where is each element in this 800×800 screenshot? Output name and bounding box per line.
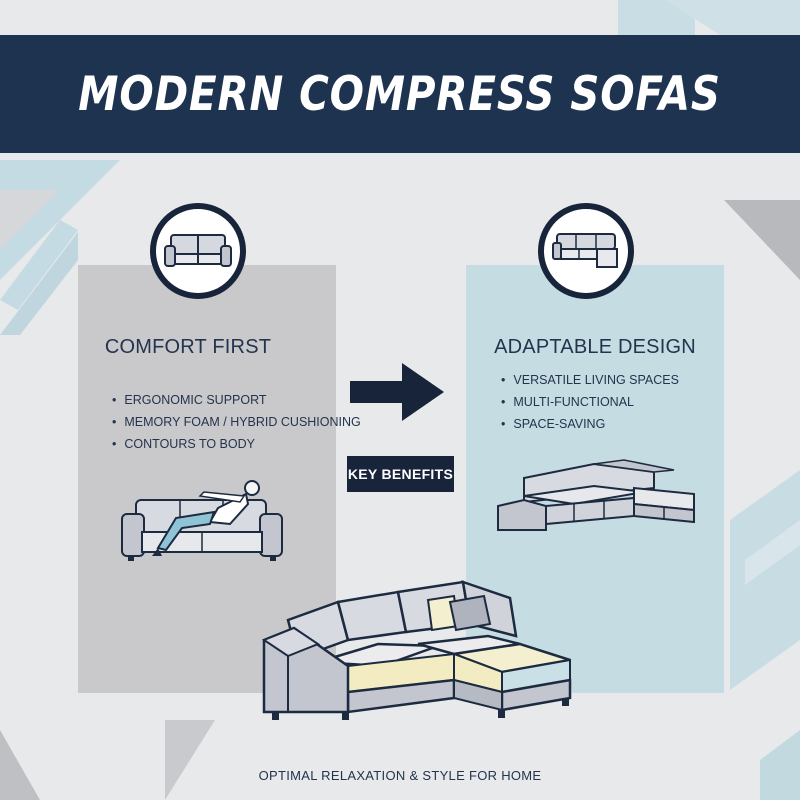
sectional-sofa-icon — [538, 203, 634, 299]
modular-sectional-illustration — [497, 459, 695, 531]
adaptable-title: ADAPTABLE DESIGN — [494, 336, 696, 358]
sectional-sofa-illustration — [261, 580, 572, 720]
footer-tagline: OPTIMAL RELAXATION & STYLE FOR HOME — [258, 768, 542, 783]
bg-shape-left-stripe-3 — [0, 232, 78, 335]
bg-shape-right-stripes — [745, 520, 800, 585]
bg-shape-bottom-right — [760, 730, 800, 800]
person-relaxing-illustration — [121, 480, 283, 561]
key-benefits-badge: KEY BENEFITS — [347, 456, 454, 492]
comfort-title: COMFORT FIRST — [104, 336, 272, 358]
bg-shape-right-grey — [724, 200, 800, 280]
bg-shape-topright-2 — [665, 0, 800, 35]
bg-shape-left-grey — [0, 190, 60, 250]
page-title: MODERN COMPRESS SOFAS — [78, 66, 722, 122]
title-banner: MODERN COMPRESS SOFAS — [0, 35, 800, 153]
arrow-right-icon — [350, 363, 444, 421]
bullet-item: MEMORY FOAM / HYBRID CUSHIONING — [112, 411, 360, 433]
bullet-item: ERGONOMIC SUPPORT — [112, 389, 361, 411]
comfort-bullets: ERGONOMIC SUPPORT MEMORY FOAM / HYBRID C… — [112, 389, 361, 455]
bg-shape-bottom-left — [0, 730, 40, 800]
bullet-item: MULTI-FUNCTIONAL — [501, 391, 679, 413]
bg-shape-left-stripe-2 — [0, 220, 78, 310]
sofa-icon — [150, 203, 246, 299]
bullet-item: SPACE-SAVING — [501, 413, 679, 435]
bullet-item: CONTOURS TO BODY — [112, 433, 361, 455]
bg-shape-bottom-left-2 — [165, 720, 215, 800]
adaptable-bullets: VERSATILE LIVING SPACES MULTI-FUNCTIONAL… — [501, 369, 679, 435]
bg-shape-topright — [618, 0, 695, 35]
bullet-item: VERSATILE LIVING SPACES — [501, 369, 679, 391]
bg-shape-right-blue — [730, 470, 800, 690]
